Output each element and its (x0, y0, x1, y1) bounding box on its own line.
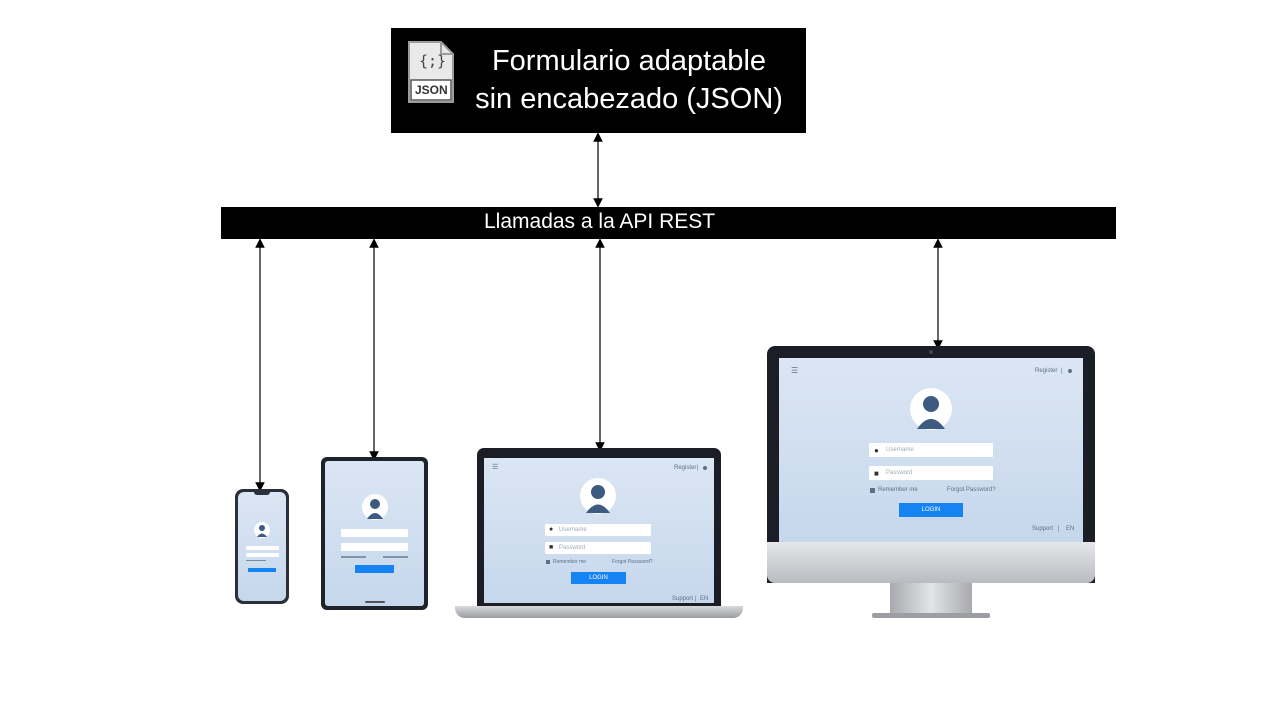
laptop-base (455, 606, 743, 618)
phone-password-field[interactable] (246, 553, 279, 557)
json-file-icon: {;} JSON (407, 40, 455, 104)
laptop-language-link[interactable]: EN (700, 596, 709, 602)
page-title: Formulario adaptable sin encabezado (JSO… (469, 42, 789, 118)
camera-icon (929, 350, 933, 354)
desktop-footer-separator: | (1058, 526, 1060, 532)
title-line-1: Formulario adaptable (491, 45, 767, 77)
desktop-stand-base (872, 613, 990, 618)
settings-icon (1068, 369, 1072, 373)
desktop-forgot-link[interactable]: Forgot Password? (947, 487, 996, 493)
tablet-screen (325, 461, 424, 606)
remember-checkbox[interactable] (546, 560, 550, 564)
title-box: {;} JSON Formulario adaptable sin encabe… (391, 28, 806, 133)
desktop-password-field[interactable]: ■ Password (869, 466, 993, 480)
laptop-password-placeholder: Password (559, 545, 586, 551)
laptop-support-link[interactable]: Support (672, 596, 694, 602)
tablet-device (321, 457, 428, 610)
remember-checkbox[interactable] (870, 488, 875, 493)
phone-screen (238, 492, 286, 601)
desktop-login-button[interactable]: LOGIN (899, 503, 963, 517)
avatar-icon (580, 478, 616, 514)
lock-icon: ■ (874, 469, 879, 478)
phone-device (235, 489, 289, 604)
desktop-stand (890, 583, 972, 615)
desktop-register-link[interactable]: Register (1035, 368, 1058, 374)
desktop-support-link[interactable]: Support (1032, 526, 1054, 532)
laptop-header-separator: | (697, 465, 699, 471)
laptop-password-field[interactable]: ■ Password (545, 542, 651, 554)
lock-icon: ■ (549, 544, 554, 551)
user-icon: ● (874, 446, 879, 455)
avatar-icon (910, 388, 952, 430)
avatar-icon (254, 522, 270, 538)
laptop-username-placeholder: Username (559, 527, 587, 533)
tablet-username-field[interactable] (341, 529, 408, 537)
api-bar: Llamadas a la API REST (221, 207, 1116, 239)
laptop-remember-label: Remember me (553, 559, 587, 565)
avatar-icon (362, 494, 388, 520)
json-icon-label: JSON (415, 83, 448, 97)
user-icon: ● (549, 526, 554, 533)
title-line-2: sin encabezado (JSON) (475, 83, 783, 115)
desktop-chin (767, 542, 1095, 583)
laptop-device: ☰ Register | ● Username ■ Password Remem… (477, 448, 721, 608)
desktop-header-separator: | (1061, 368, 1063, 374)
tablet-password-field[interactable] (341, 543, 408, 551)
phone-username-field[interactable] (246, 546, 279, 550)
laptop-login-button[interactable]: LOGIN (571, 572, 626, 584)
json-icon-braces: {;} (419, 52, 447, 70)
phone-login-button[interactable] (248, 568, 276, 572)
desktop-remember-label: Remember me (878, 487, 918, 493)
laptop-screen: ☰ Register | ● Username ■ Password Remem… (484, 458, 714, 603)
desktop-username-placeholder: Username (886, 447, 914, 453)
laptop-register-link[interactable]: Register (674, 465, 697, 471)
desktop-password-placeholder: Password (886, 470, 913, 476)
desktop-username-field[interactable]: ● Username (869, 443, 993, 457)
api-bar-label: Llamadas a la API REST (484, 210, 716, 233)
settings-icon (703, 466, 707, 470)
laptop-footer-separator: | (695, 596, 697, 602)
laptop-username-field[interactable]: ● Username (545, 524, 651, 536)
tablet-login-button[interactable] (355, 565, 394, 573)
desktop-screen: ☰ Register | ● Username ■ Password Remem… (779, 358, 1083, 542)
menu-icon: ☰ (492, 464, 499, 471)
menu-icon: ☰ (791, 366, 799, 375)
desktop-language-link[interactable]: EN (1066, 526, 1075, 532)
laptop-forgot-link[interactable]: Forgot Password? (612, 559, 653, 565)
